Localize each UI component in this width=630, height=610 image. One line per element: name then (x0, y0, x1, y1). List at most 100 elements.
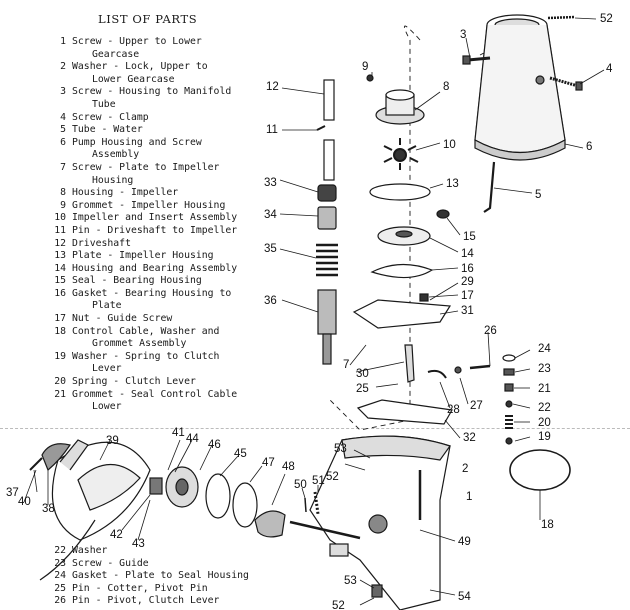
driveshaft-illustration (316, 79, 335, 181)
part-number: 24 (54, 570, 66, 582)
part-number: 21 (54, 388, 66, 400)
part-item: 5 Tube - Water (44, 124, 278, 137)
part-description: Impeller and Insert Assembly (72, 212, 238, 224)
part-description: Screw - Guide (72, 557, 149, 569)
part-description: Tube - Water (72, 124, 143, 136)
part-number: 16 (54, 287, 66, 299)
part-description: Nut - Guide Screw (72, 313, 173, 325)
guide-nut-illustration (419, 293, 429, 302)
part-item: 20 Spring - Clutch Lever (44, 376, 278, 389)
callout-leaders (23, 17, 605, 606)
callout-24: 24 (538, 343, 551, 355)
part-description: Spring - Clutch Lever (72, 376, 196, 388)
callout-48: 48 (282, 461, 295, 473)
list-title: LIST OF PARTS (98, 12, 198, 26)
part-item: 15 Seal - Bearing Housing (44, 275, 278, 288)
callout-52: 52 (326, 471, 339, 483)
pivot-pin-illustration (469, 364, 491, 370)
pump-housing-illustration (474, 14, 566, 161)
part-number: 6 (60, 136, 66, 148)
clutch-lever-illustration (404, 344, 462, 383)
part-number: 19 (54, 350, 66, 362)
bushing-34-illustration (317, 206, 337, 230)
part-number: 3 (60, 86, 66, 98)
screw-3-illustration (462, 55, 491, 65)
part-description: Washer (72, 545, 108, 556)
part-number: 4 (60, 111, 66, 123)
part-number: 22 (54, 545, 66, 556)
callout-16: 16 (461, 263, 474, 275)
bearing-housing-illustration (377, 226, 431, 246)
seal-ring-illustration (205, 473, 231, 519)
callout-17: 17 (461, 290, 474, 302)
callout-11: 11 (266, 124, 278, 136)
retaining-ring-illustration (232, 482, 258, 528)
callout-28: 28 (447, 404, 460, 416)
part-number: 9 (60, 199, 66, 211)
part-number: 8 (60, 187, 66, 199)
part-number: 17 (54, 313, 66, 325)
callout-37: 37 (6, 487, 19, 499)
part-number: 15 (54, 275, 66, 287)
shaft-36-illustration (317, 289, 337, 365)
callout-53: 53 (344, 575, 357, 587)
assembly-guide-line (479, 44, 501, 56)
impeller-housing-illustration (366, 74, 425, 125)
callout-53: 53 (334, 443, 347, 455)
lower-gearcase-illustration (289, 435, 451, 610)
callout-21: 21 (538, 383, 551, 395)
callout-35: 35 (264, 243, 277, 255)
callout-8: 8 (443, 81, 449, 93)
bushing-illustration (317, 184, 337, 202)
part-description: Seal - Bearing Housing (72, 275, 202, 287)
part-number: 20 (54, 376, 66, 388)
part-number: 7 (60, 161, 66, 173)
callout-19: 19 (538, 431, 551, 443)
part-number: 14 (54, 262, 66, 274)
callout-54: 54 (458, 591, 471, 603)
callout-30: 30 (356, 368, 369, 380)
callout-34: 34 (264, 209, 277, 221)
callout-29: 29 (461, 276, 474, 288)
part-number: 5 (60, 124, 66, 136)
callout-50: 50 (294, 479, 307, 491)
callout-44: 44 (186, 433, 199, 445)
callout-32: 32 (463, 432, 476, 444)
callout-15: 15 (463, 231, 476, 243)
part-description: Pin - Driveshaft to Impeller (72, 224, 238, 236)
callout-7: 7 (343, 359, 349, 371)
callout-25: 25 (356, 383, 369, 395)
callout-22: 22 (538, 402, 551, 414)
callout-46: 46 (208, 439, 221, 451)
part-description: Housing - Impeller (72, 187, 179, 199)
callout-51: 51 (312, 475, 325, 487)
callout-20: 20 (538, 417, 551, 429)
callout-38: 38 (42, 503, 55, 515)
callout-9: 9 (362, 61, 368, 73)
callout-39: 39 (106, 435, 119, 447)
control-cable-illustration (509, 449, 571, 491)
part-item: 22 Washer (44, 545, 278, 558)
callout-42: 42 (110, 529, 123, 541)
drive-hub-illustration (149, 466, 199, 508)
callout-31: 31 (461, 305, 474, 317)
